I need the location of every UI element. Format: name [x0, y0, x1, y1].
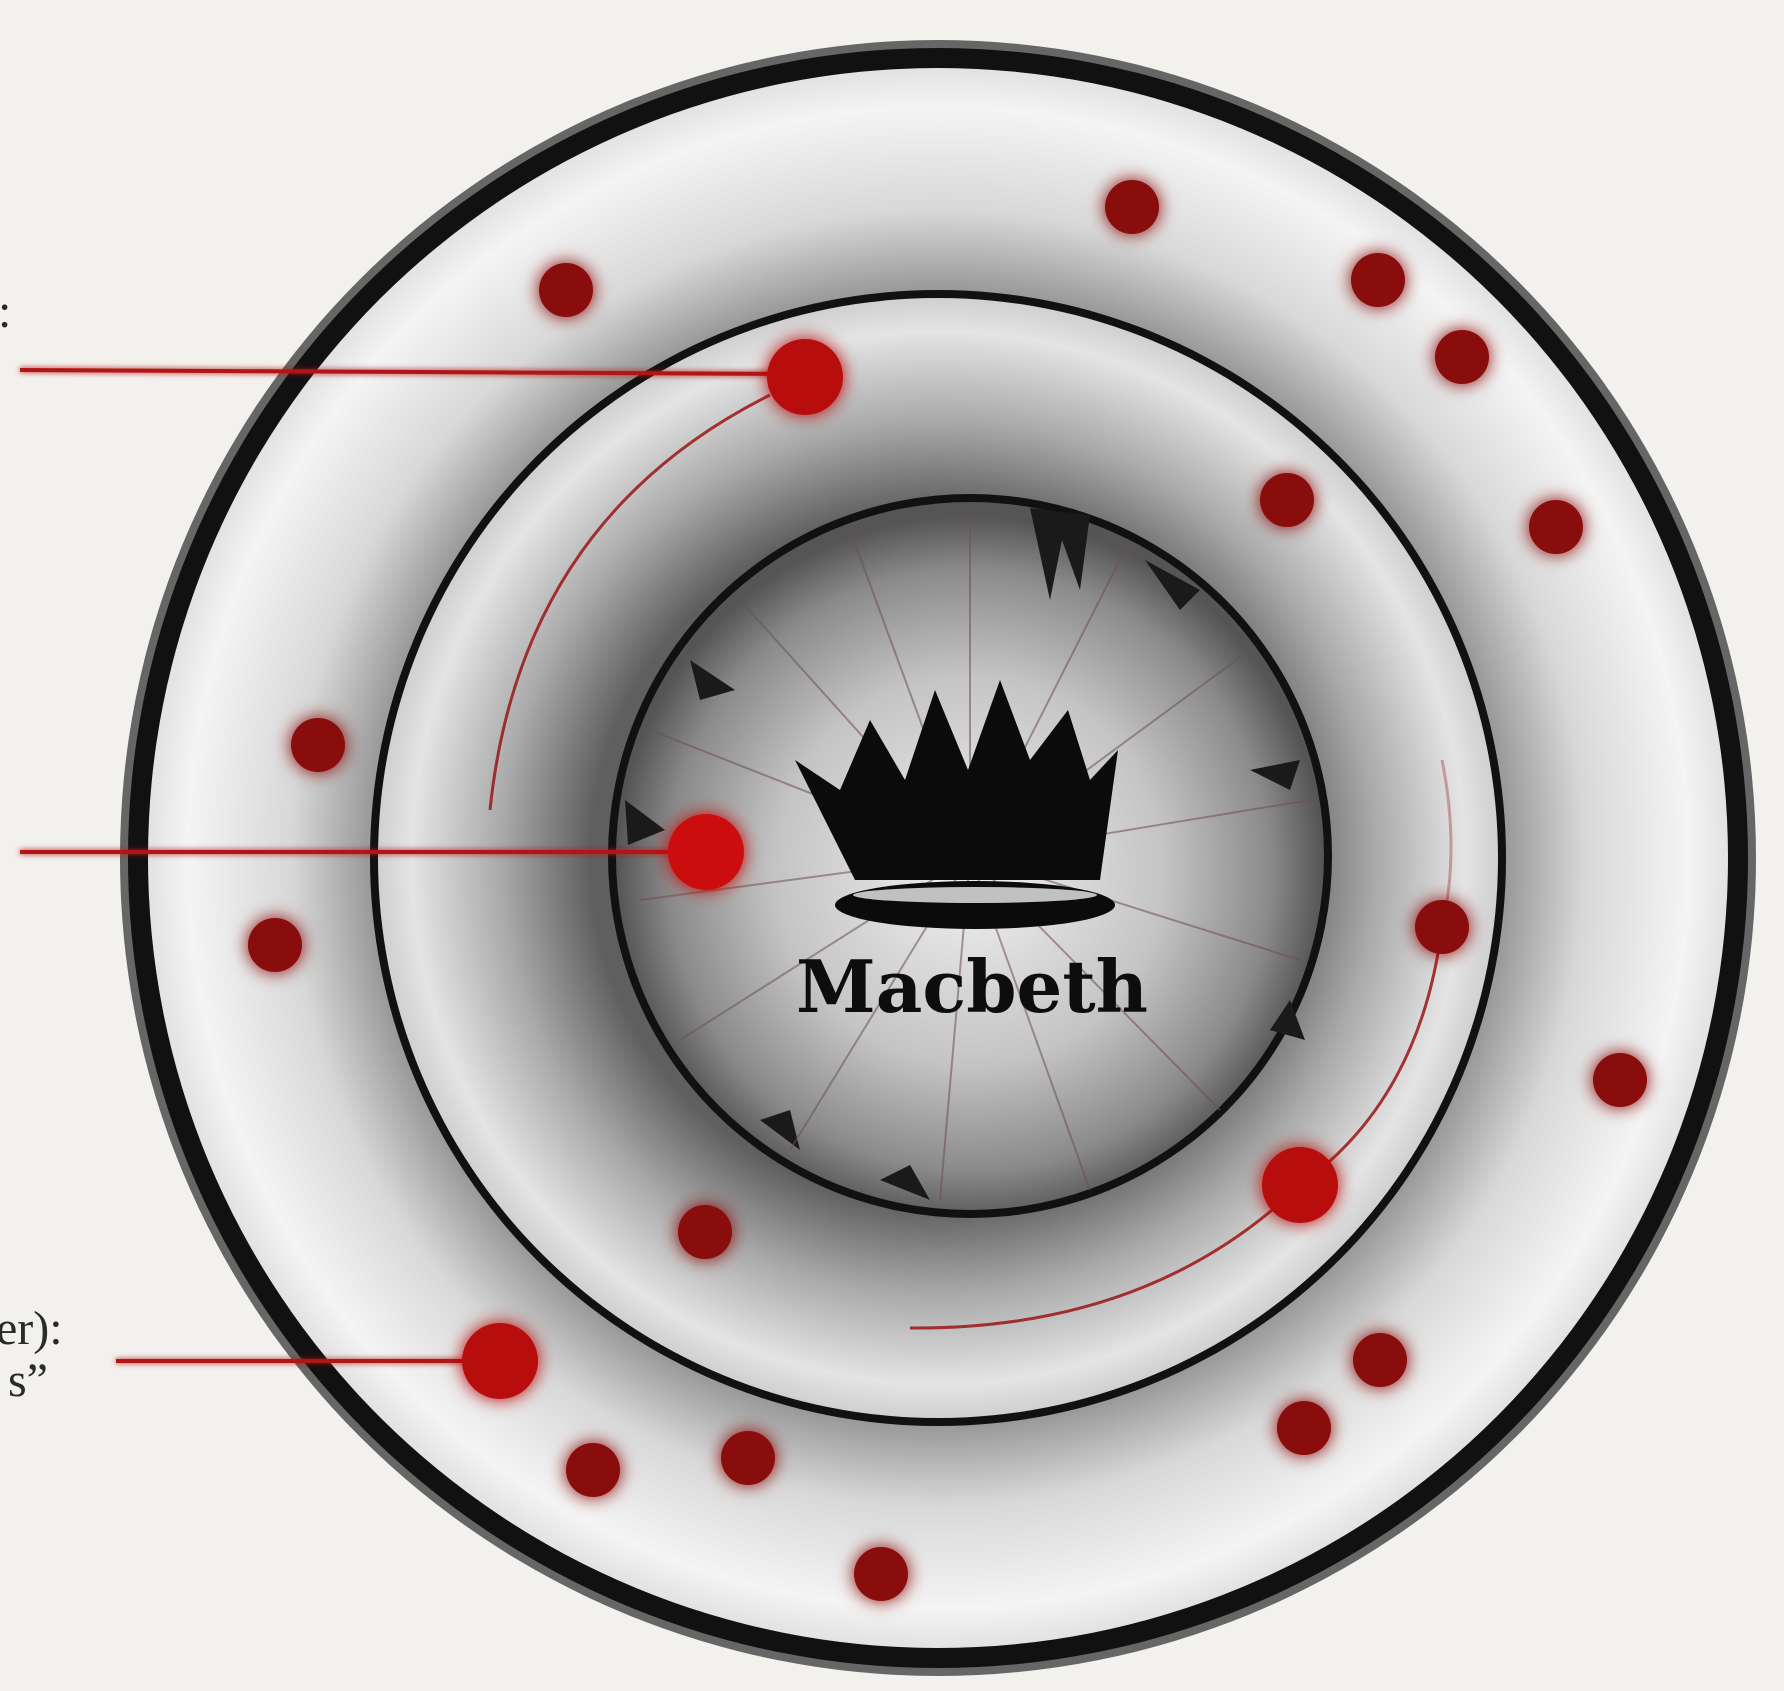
dot [721, 1431, 775, 1485]
dot [291, 718, 345, 772]
label-top-fragment: : [0, 286, 11, 338]
dot [566, 1443, 620, 1497]
label-bottom-fragment-line1: er): [0, 1303, 63, 1355]
dot-connector-middle [668, 814, 744, 890]
dot [248, 918, 302, 972]
dot [678, 1205, 732, 1259]
dot-arc-right [1262, 1147, 1338, 1223]
center-title: Macbeth [796, 944, 1148, 1029]
dot [1593, 1053, 1647, 1107]
dot-connector-bottom [462, 1323, 538, 1399]
dot [1529, 500, 1583, 554]
dot-connector-top [767, 339, 843, 415]
dot [854, 1547, 908, 1601]
dot [1260, 473, 1314, 527]
dot [1277, 1401, 1331, 1455]
dot [1105, 180, 1159, 234]
dot [539, 263, 593, 317]
dot [1353, 1333, 1407, 1387]
label-bottom-fragment-line2: s” [8, 1355, 48, 1407]
dot [1415, 900, 1469, 954]
dot [1435, 330, 1489, 384]
dot [1351, 253, 1405, 307]
